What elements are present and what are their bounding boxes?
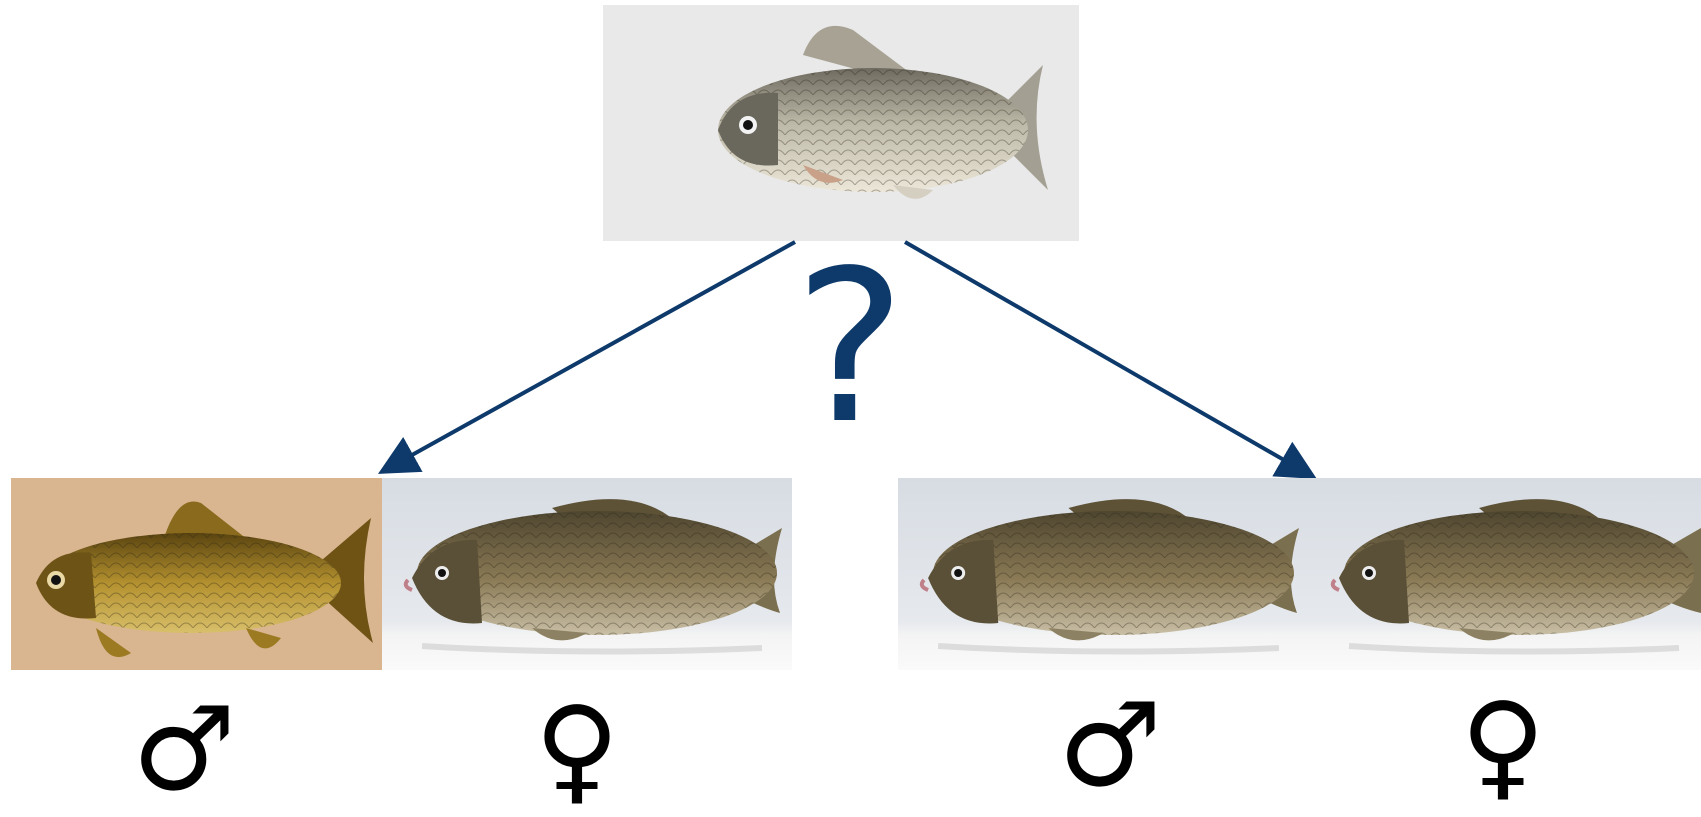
- male-symbol-2: ♂: [1050, 686, 1170, 806]
- offspring-photo-4: [1309, 478, 1701, 670]
- female-symbol-1: ♀: [517, 690, 637, 810]
- offspring-photo-1: [11, 478, 382, 670]
- female-symbol-2: ♀: [1443, 686, 1563, 806]
- male-symbol-1: ♂: [124, 690, 244, 810]
- question-mark: ?: [770, 228, 930, 468]
- offspring-photo-2: [382, 478, 792, 670]
- arrow-left: [385, 242, 795, 470]
- offspring-photo-3: [898, 478, 1309, 670]
- arrow-right: [905, 242, 1310, 475]
